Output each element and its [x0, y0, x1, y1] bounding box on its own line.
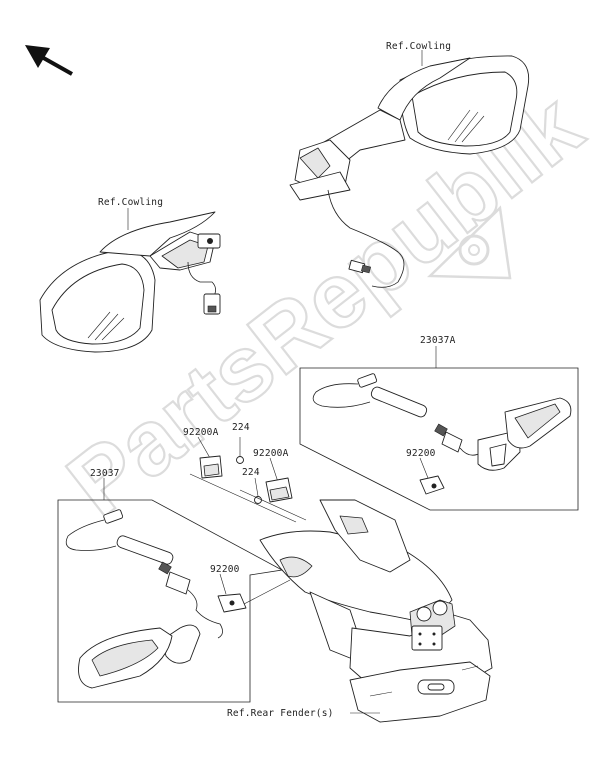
label-224-center: 224	[242, 467, 260, 478]
label-92200-left: 92200	[210, 564, 240, 575]
label-23037: 23037	[90, 468, 120, 479]
turn-signal-right-group	[299, 346, 579, 511]
label-92200-right: 92200	[406, 448, 436, 459]
front-arrow-icon	[25, 45, 73, 76]
label-ref-rear-fender: Ref.Rear Fender(s)	[227, 708, 334, 719]
right-mirror-assembly	[289, 50, 530, 288]
label-92200A-center: 92200A	[253, 448, 289, 459]
center-brackets	[189, 436, 307, 523]
label-224-top: 224	[232, 422, 250, 433]
gear-icon	[426, 205, 512, 280]
left-mirror-assembly	[39, 208, 221, 353]
label-ref-cowling-left: Ref.Cowling	[98, 197, 163, 208]
label-ref-cowling-right: Ref.Cowling	[386, 41, 451, 52]
turn-signal-left-group	[57, 478, 291, 703]
label-23037A: 23037A	[420, 335, 456, 346]
label-92200A-left: 92200A	[183, 427, 219, 438]
rear-fender-assembly	[259, 499, 493, 723]
